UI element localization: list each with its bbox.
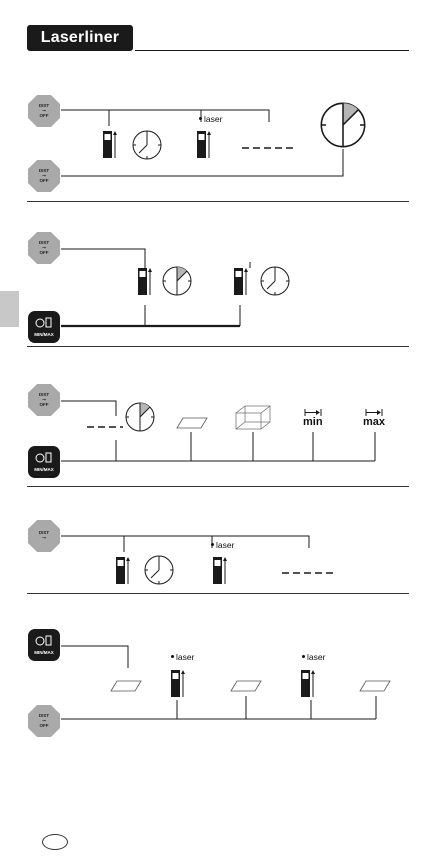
timer-clock-icon <box>126 403 154 431</box>
laser-meter-icon <box>234 268 248 295</box>
min-arrow-icon <box>305 409 321 416</box>
timer-clock-icon <box>321 103 364 146</box>
max-arrow-icon <box>366 409 382 416</box>
min-label: min <box>303 416 323 428</box>
timer-clock-icon <box>133 131 161 159</box>
max-label: max <box>363 416 385 428</box>
laser-meter-icon <box>301 670 315 697</box>
language-badge <box>42 834 68 850</box>
laser-meter-icon <box>171 670 185 697</box>
laser-meter-icon <box>197 131 211 158</box>
laser-label: laser <box>171 652 194 662</box>
timer-clock-icon <box>145 556 173 584</box>
timer-clock-icon <box>261 267 289 295</box>
laser-label: laser <box>199 114 222 124</box>
area-parallelogram-icon <box>177 418 207 428</box>
area-parallelogram-icon <box>111 681 141 691</box>
laser-meter-icon <box>116 557 130 584</box>
laser-meter-icon <box>213 557 227 584</box>
laser-label: laser <box>211 540 234 550</box>
area-parallelogram-icon <box>360 681 390 691</box>
laser-label: laser <box>302 652 325 662</box>
volume-cube-icon <box>236 406 270 429</box>
laser-meter-icon <box>138 268 152 295</box>
area-parallelogram-icon <box>231 681 261 691</box>
laser-meter-icon <box>103 131 117 158</box>
timer-clock-icon <box>163 267 191 295</box>
